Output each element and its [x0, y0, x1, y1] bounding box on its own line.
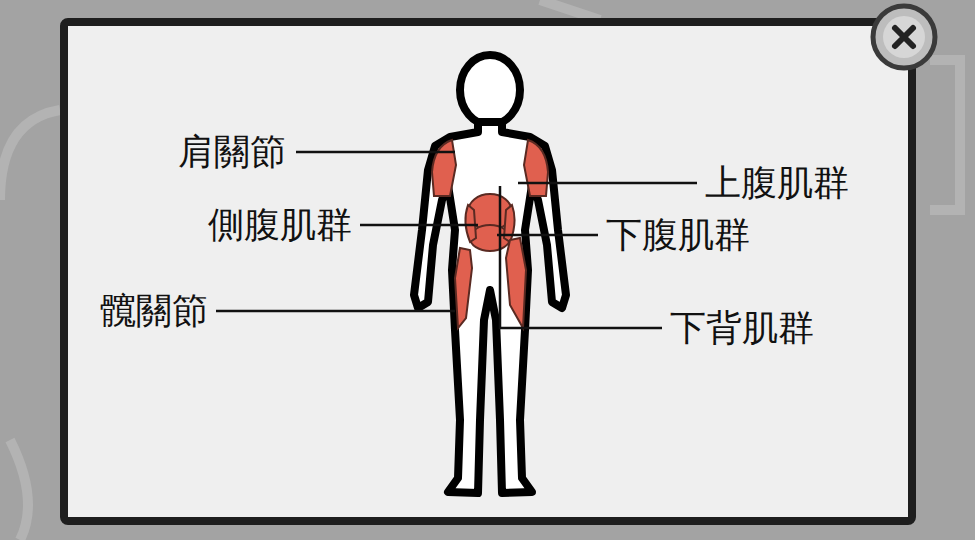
muscle-label: 下背肌群: [670, 308, 814, 348]
muscle-label: 髖關節: [100, 291, 208, 331]
close-button: [873, 6, 935, 68]
muscle-label: 肩關節: [178, 132, 286, 172]
muscle-label: 下腹肌群: [606, 215, 750, 255]
muscle-label: 上腹肌群: [705, 163, 849, 203]
popup-panel: [64, 22, 912, 521]
muscle-label: 側腹肌群: [208, 205, 352, 245]
body-figure: [414, 55, 566, 493]
